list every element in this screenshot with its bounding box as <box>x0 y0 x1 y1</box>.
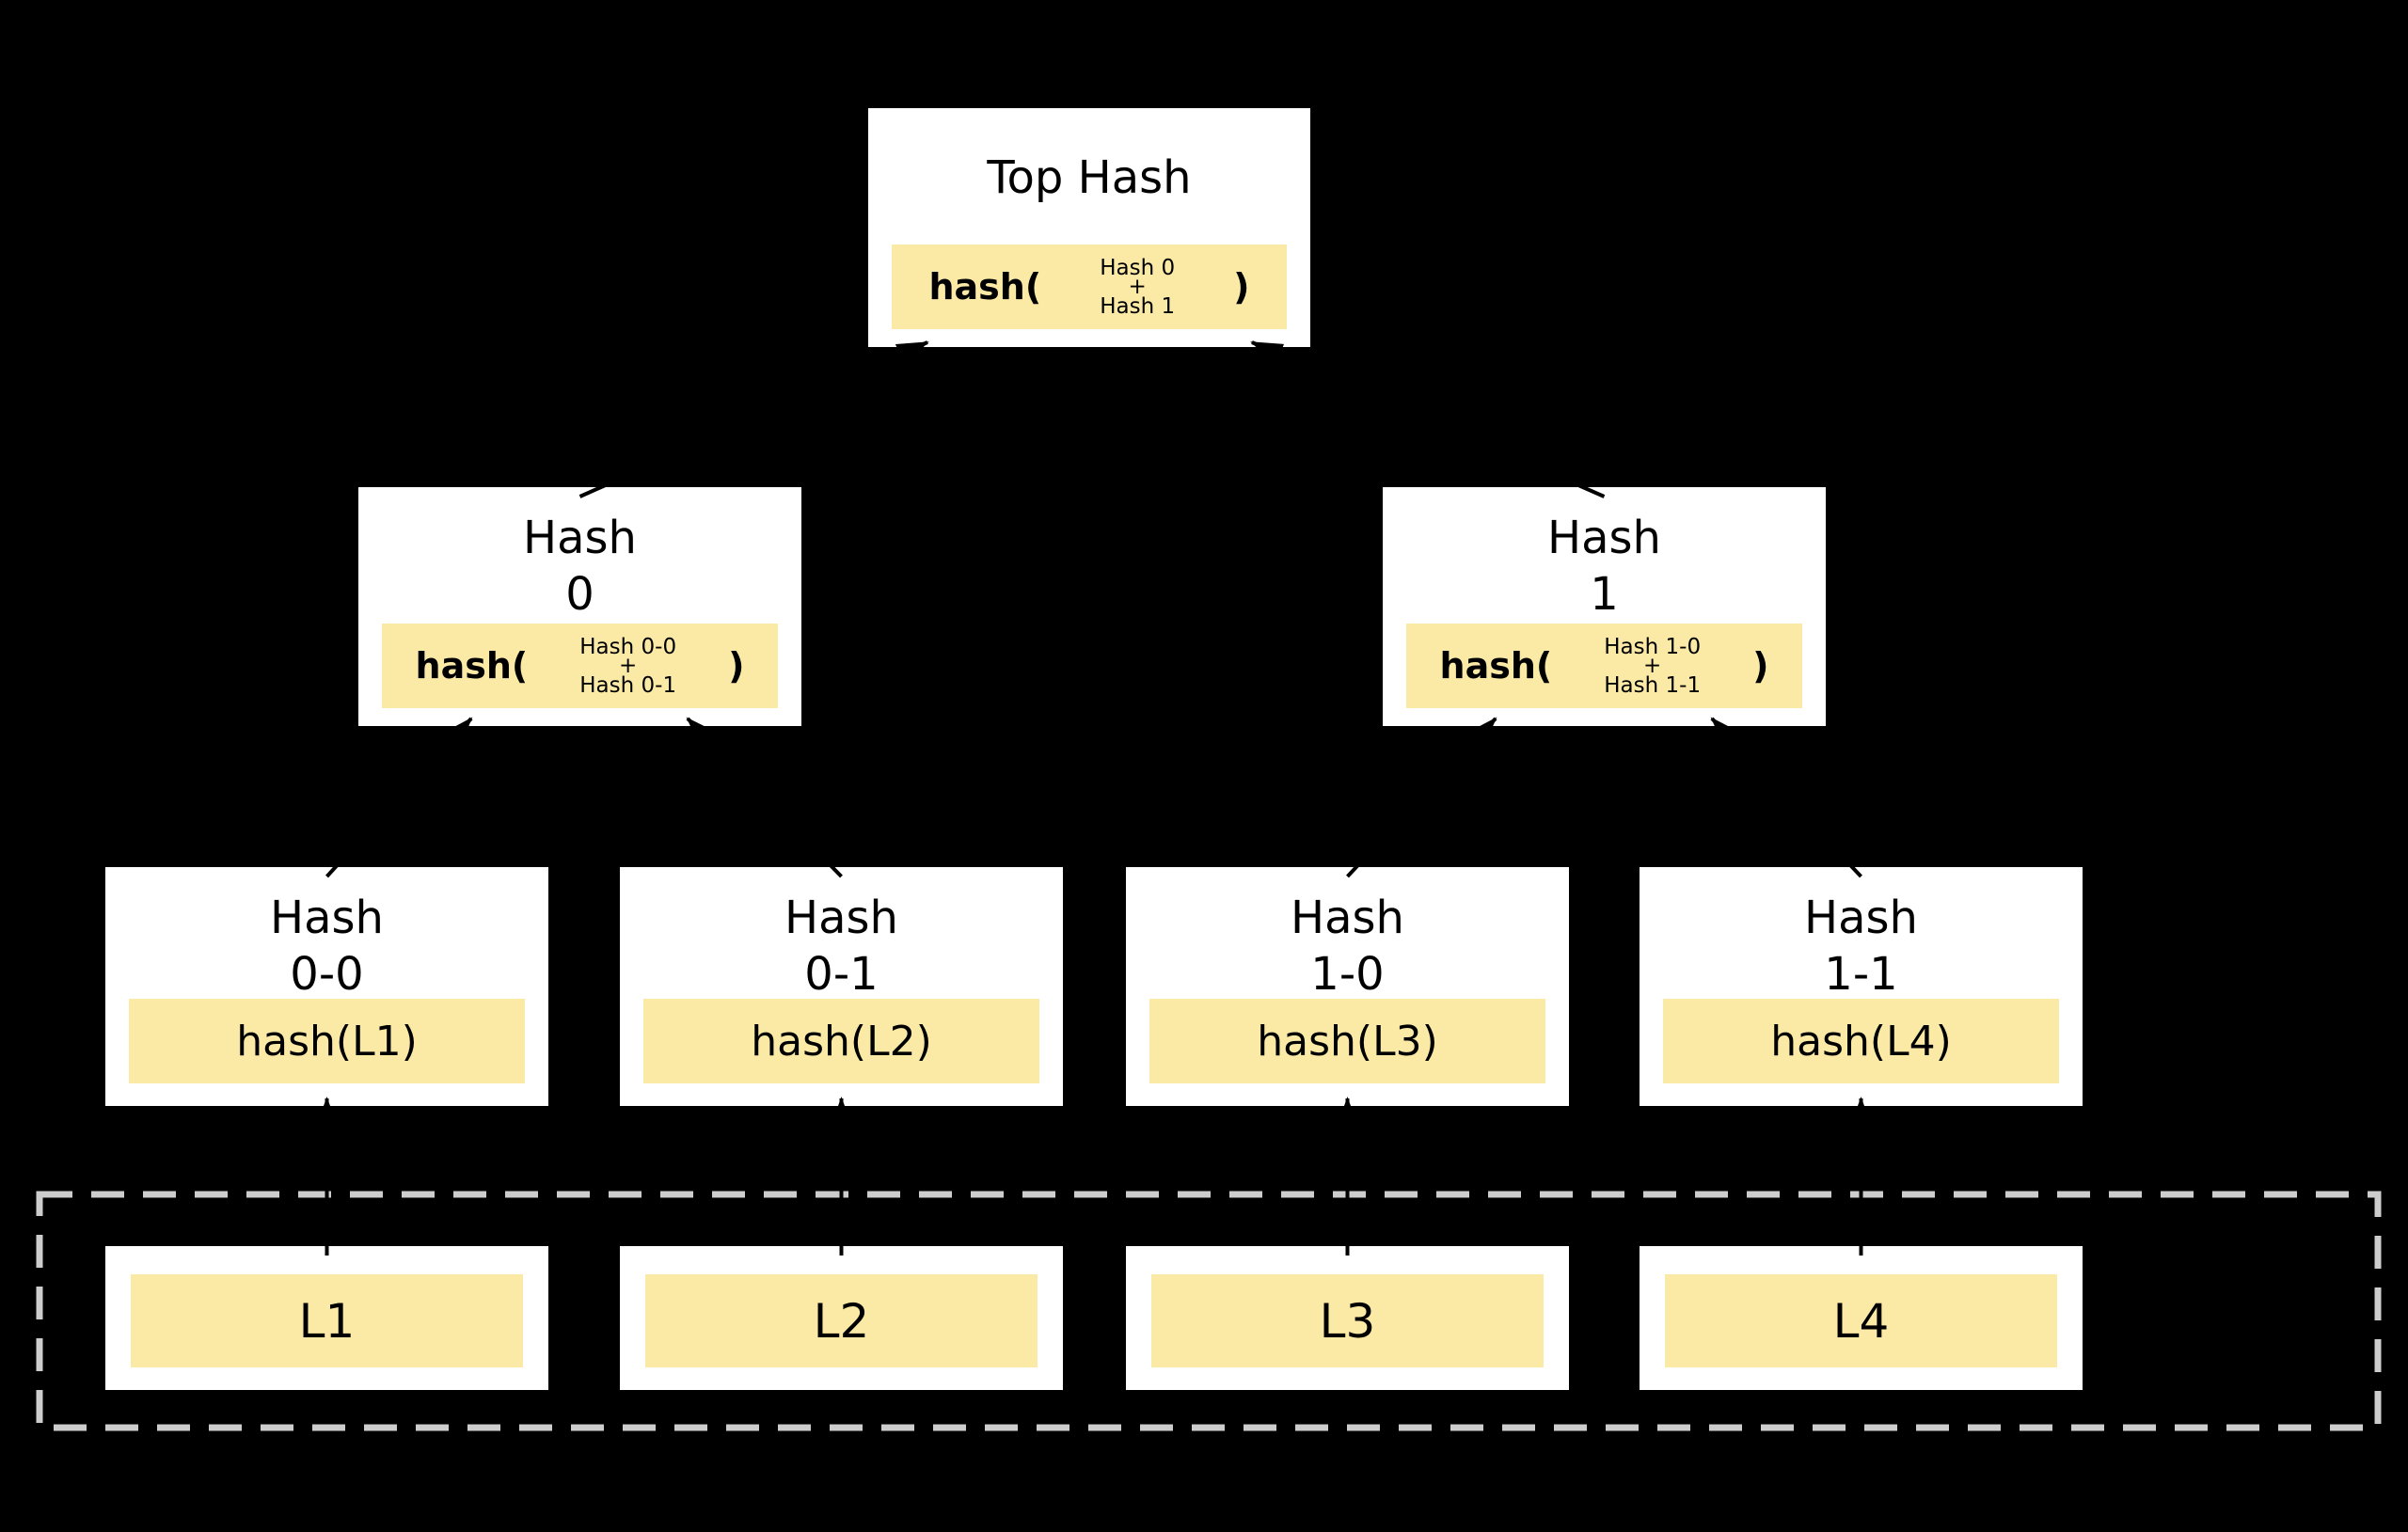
arrow-hash-0-0-to-hash-0 <box>325 717 473 878</box>
data-block-l4: L4 <box>1640 1246 2083 1390</box>
arrow-hash-1-to-top-hash <box>1250 340 1606 498</box>
data-block-l3: L3 <box>1126 1246 1569 1390</box>
hash-value: hash(L2) <box>751 1017 932 1066</box>
title-line-2: 1-1 <box>1824 948 1898 1001</box>
block-label: L4 <box>1832 1293 1890 1349</box>
hash-arg-top: Hash 0-0 <box>579 634 677 659</box>
hash-value: hash(L3) <box>1257 1017 1438 1066</box>
hash-func-close: ) <box>1752 645 1769 687</box>
hash-arg-top: Hash 1-0 <box>1604 634 1702 659</box>
title-line-2: 0-0 <box>290 948 364 1001</box>
hash-highlight: hash( Hash 1-0 + Hash 1-1 ) <box>1406 624 1802 708</box>
block-highlight: L4 <box>1665 1274 2057 1367</box>
hash-highlight: hash( Hash 0-0 + Hash 0-1 ) <box>382 624 778 708</box>
title-line-1: Hash <box>784 892 898 944</box>
arrow-hash-0-1-to-hash-0 <box>686 717 843 878</box>
hash-func-open: hash( <box>1439 645 1553 687</box>
hash-arg-bottom: Hash 1-1 <box>1604 672 1702 698</box>
title-line-1: Hash <box>523 512 637 564</box>
title-line-2: 1 <box>1590 568 1619 621</box>
hash-highlight: hash(L1) <box>129 999 525 1083</box>
hash-func-close: ) <box>728 645 745 687</box>
hash-arg-top: Hash 0 <box>1100 255 1176 280</box>
block-highlight: L2 <box>645 1274 1038 1367</box>
hash-arg-bottom: Hash 1 <box>1100 293 1176 319</box>
hash-highlight: hash(L4) <box>1663 999 2059 1083</box>
hash-args: Hash 0 + Hash 1 <box>1100 256 1175 319</box>
plus-operator: + <box>619 653 638 678</box>
block-label: L1 <box>298 1293 356 1349</box>
title-line-1: Hash <box>1547 512 1661 564</box>
title-line-2: 0 <box>565 568 594 621</box>
hash-func-open: hash( <box>928 266 1042 308</box>
plus-operator: + <box>1643 653 1662 678</box>
hash-highlight: hash( Hash 0 + Hash 1 ) <box>892 245 1287 329</box>
hash-func-open: hash( <box>415 645 529 687</box>
block-highlight: L1 <box>131 1274 523 1367</box>
title-line-1: Hash <box>1804 892 1918 944</box>
hash-value: hash(L4) <box>1770 1017 1952 1066</box>
hash-highlight: hash(L2) <box>643 999 1039 1083</box>
hash-value: hash(L1) <box>236 1017 418 1066</box>
plus-operator: + <box>1128 274 1147 299</box>
title-line-2: 1-0 <box>1310 948 1385 1001</box>
hash-arg-bottom: Hash 0-1 <box>579 672 677 698</box>
data-block-l1: L1 <box>105 1246 548 1390</box>
arrow-hash-1-0-to-hash-1 <box>1346 717 1497 878</box>
node-title: Top Hash <box>987 151 1192 204</box>
hash-args: Hash 0-0 + Hash 0-1 <box>579 635 676 698</box>
hash-highlight: hash(L3) <box>1149 999 1545 1083</box>
arrow-hash-0-to-top-hash <box>578 340 929 498</box>
hash-args: Hash 1-0 + Hash 1-1 <box>1604 635 1701 698</box>
title-line-1: Hash <box>270 892 384 944</box>
block-highlight: L3 <box>1151 1274 1544 1367</box>
title-line-1: Hash <box>1291 892 1404 944</box>
data-block-l2: L2 <box>620 1246 1063 1390</box>
hash-func-close: ) <box>1233 266 1250 308</box>
arrow-hash-1-1-to-hash-1 <box>1710 717 1862 878</box>
block-label: L2 <box>813 1293 870 1349</box>
block-label: L3 <box>1319 1293 1376 1349</box>
title-line-2: 0-1 <box>804 948 879 1001</box>
node-top-hash: Top Hash hash( Hash 0 + Hash 1 ) <box>868 108 1310 347</box>
